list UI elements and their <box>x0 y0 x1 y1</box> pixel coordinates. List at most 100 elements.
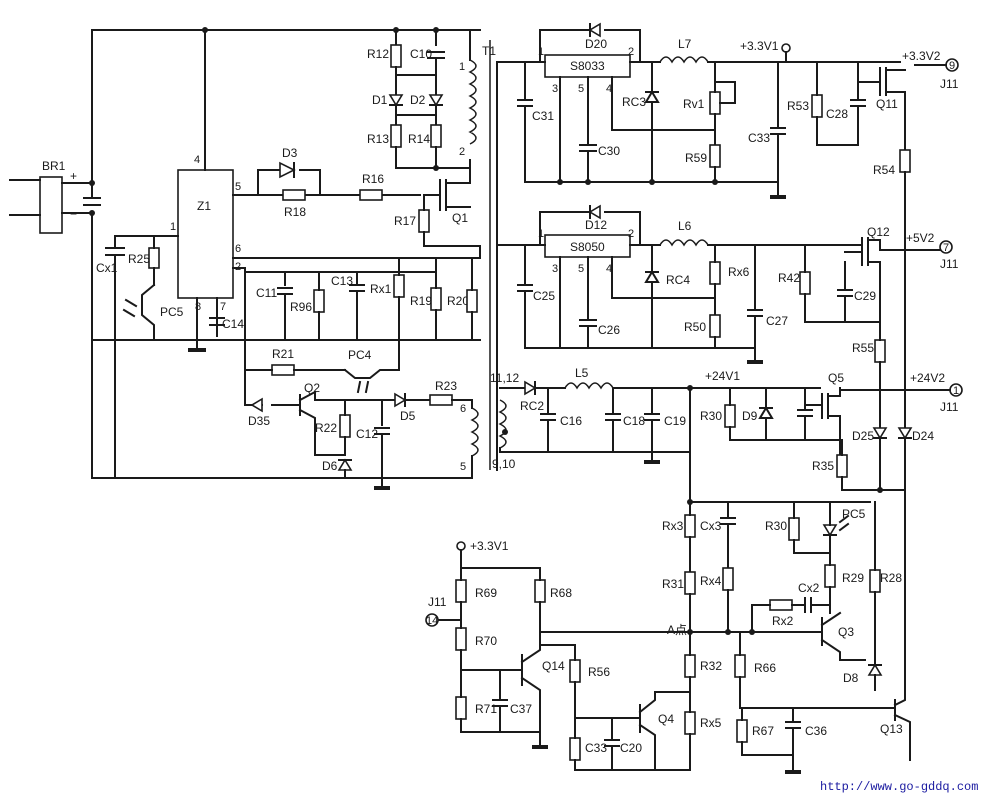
resistor-rx3 <box>684 514 696 538</box>
resistor-r69 <box>455 579 467 603</box>
label-t1-pins910: 9,10 <box>492 457 516 471</box>
resistor-r96 <box>313 289 325 313</box>
label-r29: R29 <box>842 571 864 585</box>
label-r70: R70 <box>475 634 497 648</box>
label-r17: R17 <box>394 214 416 228</box>
resistor-r59 <box>709 144 721 168</box>
label-c29: C29 <box>854 289 876 303</box>
label-s8033-pin1: 1 <box>538 46 544 58</box>
resistor-r67 <box>736 719 748 743</box>
resistor-r12 <box>390 44 402 68</box>
potentiometer-rv1 <box>709 91 721 115</box>
label-z1-pin8: 8 <box>195 301 201 313</box>
label-j11-b: J11 <box>940 257 959 271</box>
label-c10: C10 <box>410 47 432 61</box>
label-d12: D12 <box>585 218 607 232</box>
resistor-r22 <box>339 414 351 438</box>
label-c27: C27 <box>766 314 788 328</box>
capacitor-c33-b <box>569 737 581 761</box>
resistor-r42 <box>799 271 811 295</box>
label-z1-pin6: 6 <box>235 243 241 255</box>
resistor-rx4 <box>722 567 734 591</box>
label-r59: R59 <box>685 151 707 165</box>
resistor-r20 <box>430 287 442 311</box>
label-j11-a: J11 <box>940 77 959 91</box>
resistor-r21 <box>271 364 295 376</box>
label-t1: T1 <box>482 44 496 58</box>
label-c31: C31 <box>532 109 554 123</box>
label-v33v1: +3.3V1 <box>740 39 779 53</box>
label-d1: D1 <box>372 93 388 107</box>
label-r67: R67 <box>752 724 774 738</box>
resistor-r13 <box>390 124 402 148</box>
terminal-v33v1-b <box>456 541 466 551</box>
label-rc4: RC4 <box>666 273 690 287</box>
resistor-r28 <box>869 569 881 593</box>
label-c19: C19 <box>664 414 686 428</box>
resistor-r25 <box>148 247 160 269</box>
label-z1-pin1: 1 <box>170 221 176 233</box>
resistor-r53 <box>811 94 823 118</box>
label-v24v1: +24V1 <box>705 369 740 383</box>
label-rc3: RC3 <box>622 95 646 109</box>
label-r16: R16 <box>362 172 384 186</box>
label-s8033-pin4: 4 <box>606 83 612 95</box>
label-r96: R96 <box>290 300 312 314</box>
label-v33v1-b: +3.3V1 <box>470 539 509 553</box>
label-t1-pin5: 5 <box>460 461 466 473</box>
label-z1-pin5: 5 <box>235 181 241 193</box>
label-r32: R32 <box>700 659 722 673</box>
label-q3: Q3 <box>838 625 854 639</box>
label-d8: D8 <box>843 671 859 685</box>
label-cx2: Cx2 <box>798 581 820 595</box>
label-r53: R53 <box>787 99 809 113</box>
label-t1-pin2: 2 <box>459 146 465 158</box>
label-r18: R18 <box>284 205 306 219</box>
label-q5: Q5 <box>828 371 844 385</box>
label-v33v2: +3.3V2 <box>902 49 941 63</box>
resistor-r54 <box>899 149 911 173</box>
label-j11-14: 14 <box>426 615 438 627</box>
label-z1: Z1 <box>197 199 211 213</box>
resistor-r68 <box>534 579 546 603</box>
connector-j11-pin14 <box>425 613 439 627</box>
label-r66: R66 <box>754 661 776 675</box>
label-pc5: PC5 <box>160 305 184 319</box>
label-d6: D6 <box>322 459 338 473</box>
resistor-r23 <box>429 394 453 406</box>
label-c30: C30 <box>598 144 620 158</box>
label-c13: C13 <box>331 274 353 288</box>
label-l7: L7 <box>678 37 692 51</box>
label-r55: R55 <box>852 341 874 355</box>
label-d3: D3 <box>282 146 298 160</box>
label-q2: Q2 <box>304 381 320 395</box>
label-rx4: Rx4 <box>700 574 722 588</box>
label-d35: D35 <box>248 414 270 428</box>
label-t1-pin6: 6 <box>460 403 466 415</box>
label-c11: C11 <box>256 286 277 300</box>
label-j11-d: J11 <box>428 595 447 609</box>
resistor-r71 <box>455 696 467 720</box>
label-s8050-pin2: 2 <box>628 228 634 240</box>
label-j11-7: 7 <box>943 242 949 254</box>
label-r71: R71 <box>475 702 497 716</box>
label-point-a: A点 <box>667 623 687 637</box>
resistor-rx6 <box>709 261 721 285</box>
label-q14: Q14 <box>542 659 565 673</box>
label-s8050-pin3: 3 <box>552 263 558 275</box>
label-r30-bottom: R30 <box>765 519 787 533</box>
label-c37: C37 <box>510 702 532 716</box>
label-rx2: Rx2 <box>772 614 794 628</box>
label-q1: Q1 <box>452 211 468 225</box>
label-c16: C16 <box>560 414 582 428</box>
label-d9: D9 <box>742 409 758 423</box>
label-r31: R31 <box>662 577 684 591</box>
label-c36: C36 <box>805 724 827 738</box>
bridge-rectifier-br1 <box>39 176 63 234</box>
label-r20: R20 <box>447 294 469 308</box>
label-c33-b: C33 <box>585 741 607 755</box>
secondary-section: S8033 1 2 3 5 4 D20 L7 +3.3V1 +3.3V2 9 J… <box>425 22 963 774</box>
label-plus: + <box>70 169 77 183</box>
